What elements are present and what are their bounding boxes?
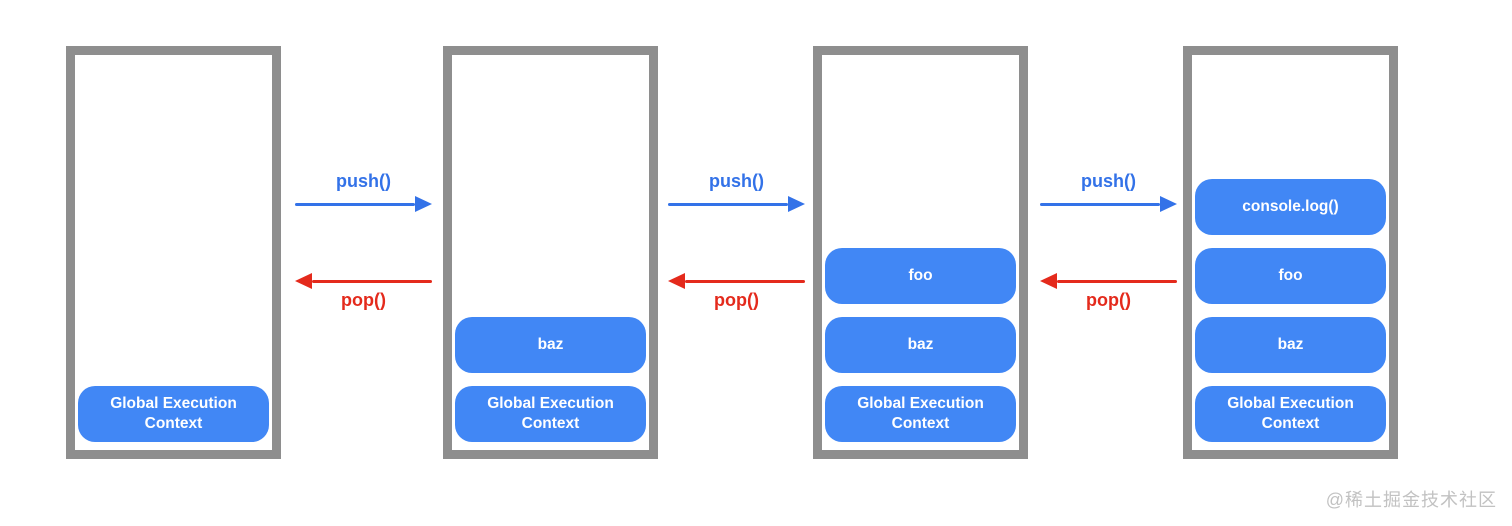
stack-frame: baz <box>1195 317 1386 373</box>
stack-container-1: Global Execution Context <box>66 46 281 459</box>
transition-arrows-1: push() pop() <box>295 46 432 346</box>
stack-container-3: foo baz Global Execution Context <box>813 46 1028 459</box>
push-arrow-line <box>1040 202 1160 206</box>
push-arrowhead-icon <box>415 196 432 212</box>
pop-arrow-line <box>1057 279 1177 283</box>
push-arrowhead-icon <box>788 196 805 212</box>
stack-frame: foo <box>1195 248 1386 304</box>
pop-arrowhead-icon <box>295 273 312 289</box>
stack-frame: baz <box>455 317 646 373</box>
stack-frame: Global Execution Context <box>825 386 1016 442</box>
pop-arrow <box>1040 273 1177 289</box>
stack-container-4: console.log() foo baz Global Execution C… <box>1183 46 1398 459</box>
stack-frame-label: Global Execution Context <box>1227 394 1354 432</box>
stack-frame-label: foo <box>1278 266 1303 284</box>
pop-label: pop() <box>341 290 386 310</box>
pop-arrowhead-icon <box>668 273 685 289</box>
stack-frame-label: Global Execution Context <box>857 394 984 432</box>
push-arrow <box>1040 196 1177 212</box>
pop-arrow <box>295 273 432 289</box>
pop-label: pop() <box>1086 290 1131 310</box>
stack-frame: Global Execution Context <box>1195 386 1386 442</box>
push-label: push() <box>1081 171 1136 191</box>
stack-frame-label: baz <box>907 335 934 353</box>
stack-frame-label: baz <box>537 335 564 353</box>
stack-frame-label: foo <box>908 266 933 284</box>
stack-frame-label: baz <box>1277 335 1304 353</box>
push-arrow <box>668 196 805 212</box>
pop-arrow <box>668 273 805 289</box>
stack-frame: console.log() <box>1195 179 1386 235</box>
pop-label: pop() <box>714 290 759 310</box>
pop-arrow-line <box>685 279 805 283</box>
stack-frame: Global Execution Context <box>78 386 269 442</box>
stack-container-2: baz Global Execution Context <box>443 46 658 459</box>
push-label: push() <box>709 171 764 191</box>
transition-arrows-3: push() pop() <box>1040 46 1177 346</box>
stack-frame: foo <box>825 248 1016 304</box>
transition-arrows-2: push() pop() <box>668 46 805 346</box>
push-arrow-line <box>668 202 788 206</box>
stack-frame-label: console.log() <box>1242 197 1339 215</box>
push-arrow <box>295 196 432 212</box>
stack-frame: Global Execution Context <box>455 386 646 442</box>
stack-frame-label: Global Execution Context <box>487 394 614 432</box>
watermark: @稀土掘金技术社区 <box>1325 490 1497 510</box>
stack-frame-label: Global Execution Context <box>110 394 237 432</box>
push-arrowhead-icon <box>1160 196 1177 212</box>
stack-frame: baz <box>825 317 1016 373</box>
pop-arrowhead-icon <box>1040 273 1057 289</box>
push-label: push() <box>336 171 391 191</box>
pop-arrow-line <box>312 279 432 283</box>
push-arrow-line <box>295 202 415 206</box>
